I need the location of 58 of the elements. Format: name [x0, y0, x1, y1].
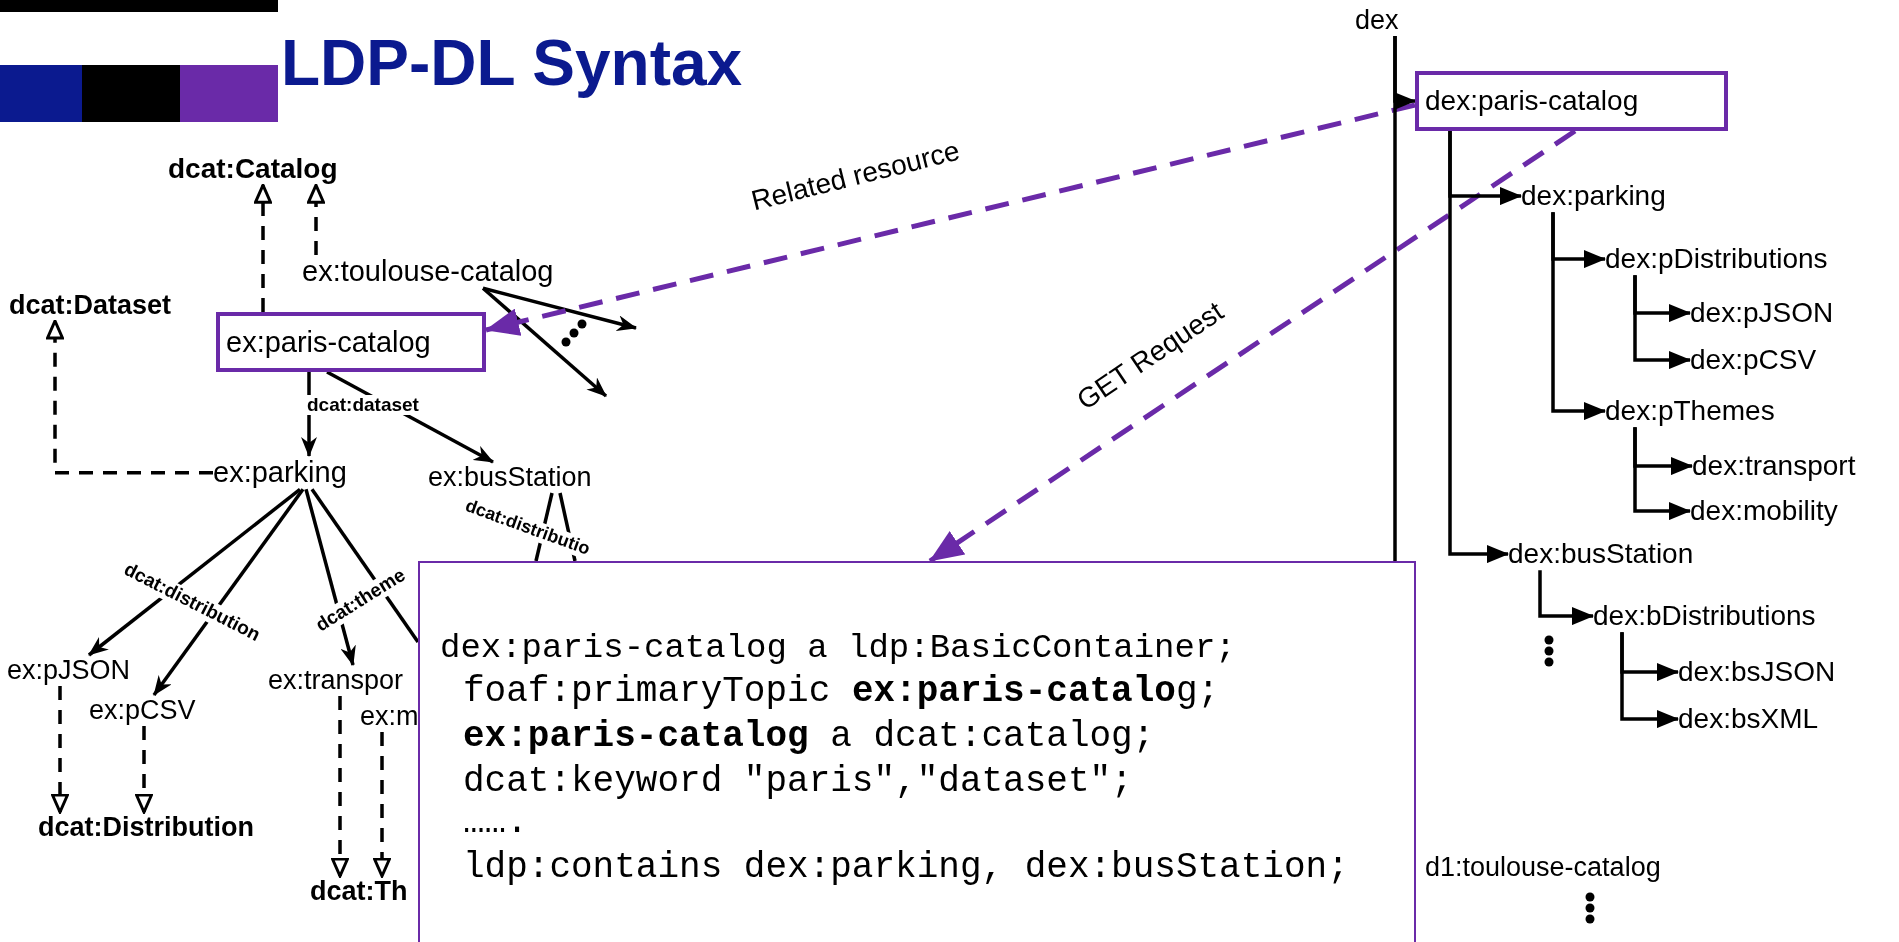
dashed-arrow	[485, 102, 1416, 336]
resource-label: ex:pCSV	[89, 695, 196, 727]
connector-line	[310, 488, 420, 643]
arrow	[1551, 212, 1606, 421]
resource-label: ex:toulouse-catalog	[302, 255, 554, 289]
arrow	[1633, 275, 1691, 370]
code-line: dcat:keyword "paris","dataset";	[463, 761, 1133, 803]
arrow	[481, 287, 608, 398]
tree-node-label: d1:toulouse-catalog	[1425, 852, 1661, 884]
dashed-arrow	[135, 726, 153, 814]
resource-box: dex:paris-catalog	[1415, 71, 1728, 131]
code-line: ex:paris-catalog a dcat:catalog;	[463, 716, 1155, 758]
arrow	[87, 487, 302, 657]
tree-node-label: dex:pJSON	[1690, 297, 1834, 330]
arrow	[1620, 632, 1679, 729]
arrow	[304, 488, 356, 666]
resource-label: ex:parking	[213, 456, 347, 490]
edge-label: Related resource	[747, 135, 963, 217]
tree-node-label: dex:bDistributions	[1593, 600, 1816, 633]
tree-node-label: dex:mobility	[1690, 495, 1838, 528]
connector-line	[1393, 36, 1397, 561]
class-label: dcat:Dataset	[9, 290, 172, 322]
dashed-arrow	[928, 128, 1577, 564]
arrow	[1538, 570, 1594, 626]
code-line: …….	[463, 802, 528, 844]
dashed-arrow	[373, 732, 391, 878]
arrow	[482, 286, 637, 331]
arrow	[152, 488, 305, 697]
tree-node-label: dex:transport	[1692, 450, 1856, 483]
resource-label: ex:pJSON	[7, 655, 131, 687]
slide-title: LDP-DL Syntax	[281, 26, 743, 100]
tree-node-label: dex:pThemes	[1605, 395, 1775, 428]
resource-label: ex:m	[360, 701, 419, 733]
tree-node-label: dex:pDistributions	[1605, 243, 1828, 276]
arrow	[1633, 427, 1691, 521]
tree-node-label: dex:parking	[1521, 180, 1666, 213]
class-label: dcat:Catalog	[168, 153, 338, 186]
class-label: dcat:Th	[310, 876, 408, 908]
resource-box: ex:paris-catalog	[216, 312, 486, 372]
tree-node-label: dex:pCSV	[1690, 344, 1817, 377]
tree-node-label: dex:busStation	[1508, 538, 1694, 571]
code-line: foaf:primaryTopic ex:paris-catalog;	[463, 671, 1220, 713]
dashed-arrow	[307, 183, 325, 255]
class-label: dcat:Distribution	[38, 812, 254, 844]
code-line: dex:paris-catalog a ldp:BasicContainer;	[440, 629, 1236, 669]
tree-node-label: dex:bsXML	[1678, 703, 1819, 736]
code-panel	[418, 561, 1416, 942]
resource-label: ex:transpor	[268, 665, 404, 697]
tree-node-label: dex:bsJSON	[1678, 656, 1836, 689]
resource-label: ex:busStation	[428, 462, 592, 494]
dashed-arrow	[254, 183, 272, 312]
dashed-arrow	[51, 686, 69, 814]
tree-node-label: dex	[1355, 5, 1399, 37]
code-line: ldp:contains dex:parking, dex:busStation;	[463, 847, 1349, 889]
dashed-arrow	[331, 696, 349, 878]
dashed-arrow	[46, 319, 213, 475]
edge-label: dcat:dataset	[307, 394, 419, 416]
arrow	[1448, 131, 1509, 564]
